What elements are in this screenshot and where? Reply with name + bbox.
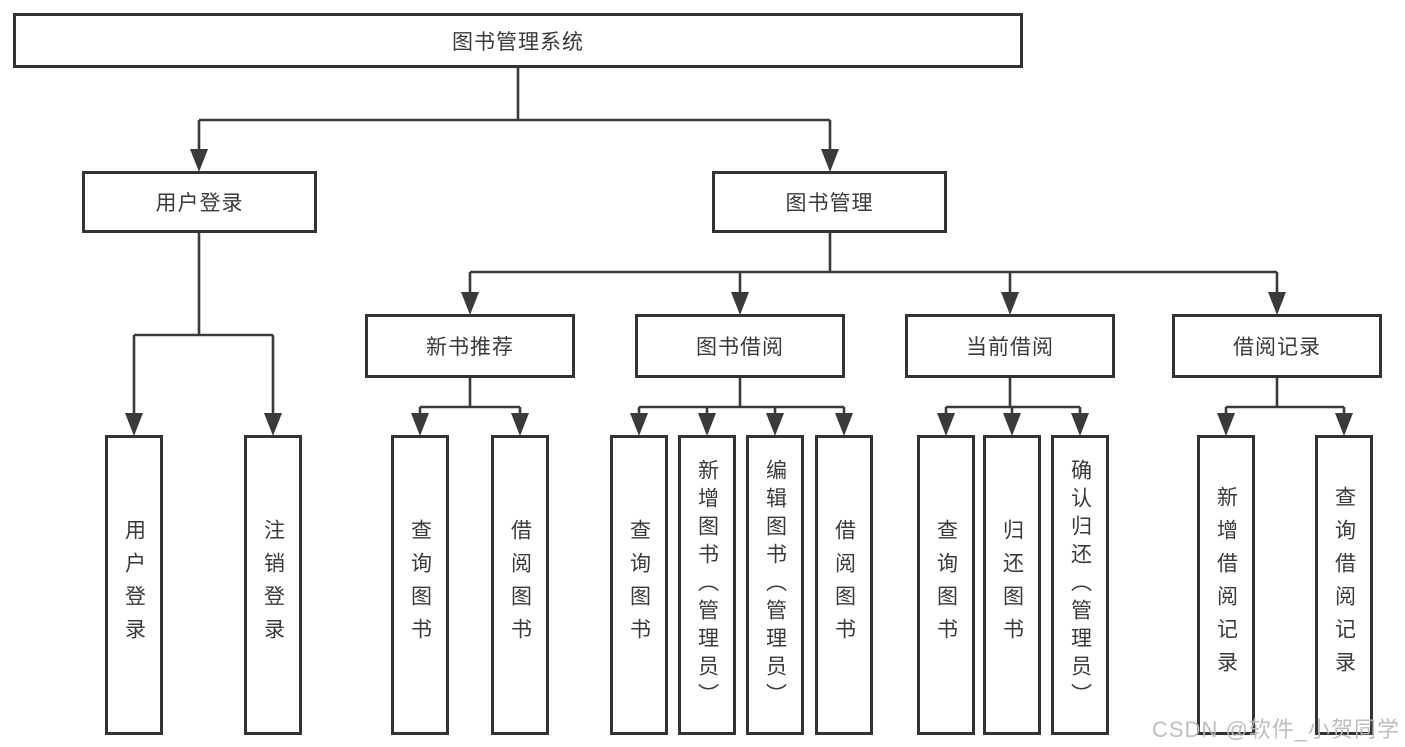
node-new-books-label: 新书推荐	[426, 336, 514, 359]
leaf-records-query: 查询借阅记录	[1315, 435, 1373, 735]
leaf-current-confirm-label: 确认归还（管理员）	[1068, 459, 1092, 711]
leaf-newbooks-borrow-label: 借阅图书	[508, 519, 532, 651]
leaf-records-add: 新增借阅记录	[1197, 435, 1255, 735]
leaf-records-add-label: 新增借阅记录	[1214, 486, 1238, 684]
node-user-login-label: 用户登录	[155, 192, 244, 215]
node-book-borrowing-label: 图书借阅	[696, 336, 784, 359]
leaf-records-query-label: 查询借阅记录	[1332, 486, 1356, 684]
leaf-borrowing-query: 查询图书	[610, 435, 668, 735]
node-borrow-records: 借阅记录	[1172, 314, 1382, 378]
node-new-books: 新书推荐	[365, 314, 575, 378]
leaf-borrowing-add: 新增图书（管理员）	[678, 435, 736, 735]
leaf-newbooks-query: 查询图书	[391, 435, 449, 735]
node-current-borrowing: 当前借阅	[905, 314, 1115, 378]
node-borrow-records-label: 借阅记录	[1233, 336, 1321, 359]
leaf-user-login: 用户登录	[105, 435, 163, 735]
leaf-borrowing-borrow: 借阅图书	[815, 435, 873, 735]
leaf-logout-label: 注销登录	[261, 519, 285, 651]
node-current-borrowing-label: 当前借阅	[966, 336, 1054, 359]
leaf-user-login-label: 用户登录	[122, 519, 146, 651]
node-book-mgmt-label: 图书管理	[785, 192, 874, 215]
leaf-borrowing-edit-label: 编辑图书（管理员）	[763, 459, 787, 711]
node-book-mgmt: 图书管理	[712, 171, 947, 233]
leaf-current-query: 查询图书	[917, 435, 975, 735]
leaf-borrowing-add-label: 新增图书（管理员）	[695, 459, 719, 711]
node-root-label: 图书管理系统	[452, 30, 584, 54]
leaf-borrowing-edit: 编辑图书（管理员）	[746, 435, 804, 735]
leaf-newbooks-borrow: 借阅图书	[491, 435, 549, 735]
node-root: 图书管理系统	[13, 13, 1023, 68]
leaf-borrowing-borrow-label: 借阅图书	[832, 519, 856, 651]
leaf-borrowing-query-label: 查询图书	[627, 519, 651, 651]
leaf-logout: 注销登录	[244, 435, 302, 735]
leaf-newbooks-query-label: 查询图书	[408, 519, 432, 651]
leaf-current-return: 归还图书	[983, 435, 1041, 735]
node-user-login: 用户登录	[82, 171, 317, 233]
leaf-current-confirm: 确认归还（管理员）	[1051, 435, 1109, 735]
leaf-current-return-label: 归还图书	[1000, 519, 1024, 651]
leaf-current-query-label: 查询图书	[934, 519, 958, 651]
node-book-borrowing: 图书借阅	[635, 314, 845, 378]
watermark: CSDN @软件_小贺同学	[1152, 717, 1401, 742]
